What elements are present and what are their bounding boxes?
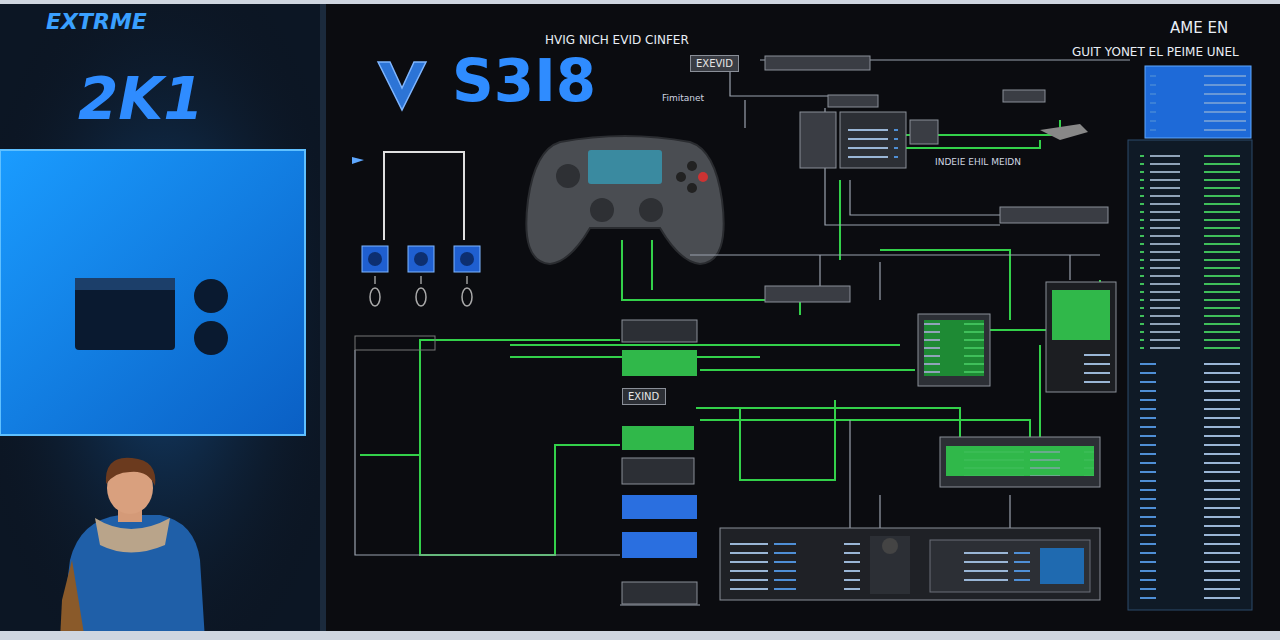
- small-caption: Fimitanet: [662, 94, 704, 104]
- small-box: EXEVID: [690, 55, 739, 72]
- brand-number: 2K1: [78, 68, 204, 132]
- header-text: HVIG NICH EVID CINFER: [545, 34, 689, 47]
- box-text: EXIND: [628, 391, 660, 402]
- process-box: EXIND: [622, 388, 666, 405]
- brand-title: EXTRME: [46, 10, 147, 34]
- logo-text: S3I8: [452, 50, 596, 114]
- panel-title: AME EN: [1170, 20, 1228, 37]
- wire-label: INDEIE EHIL MEIDN: [935, 158, 1021, 168]
- panel-subtitle: GUIT YONET EL PEIME UNEL: [1072, 46, 1239, 59]
- box-text: EXEVID: [696, 58, 733, 69]
